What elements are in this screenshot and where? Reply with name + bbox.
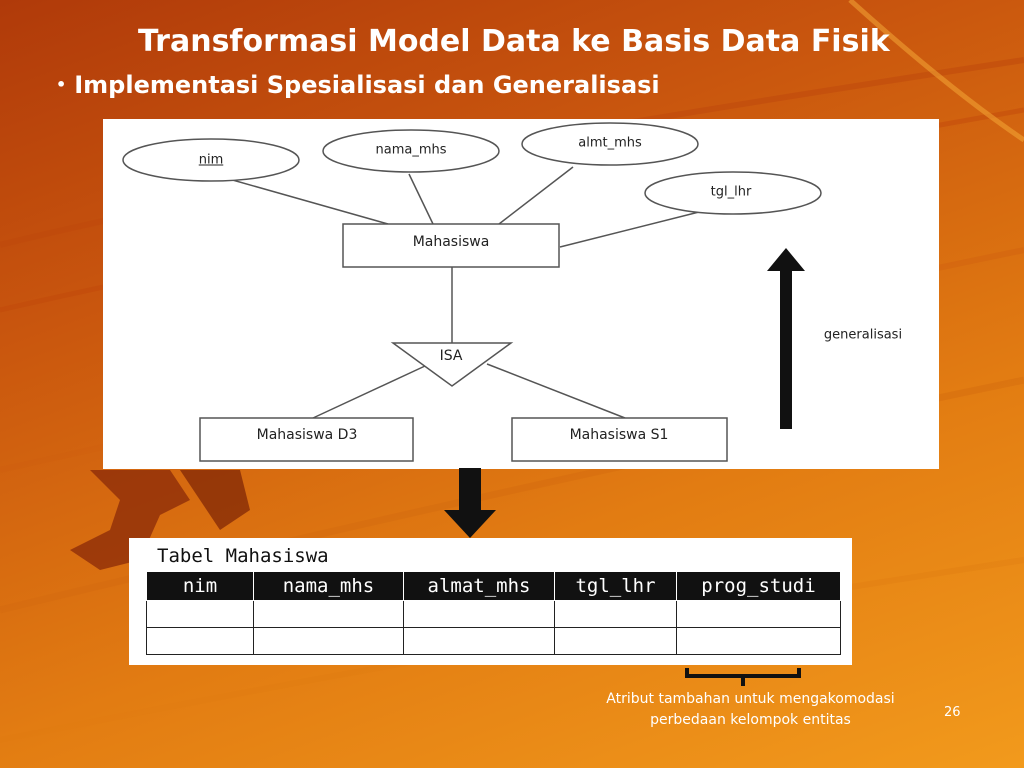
table-cell [146,627,254,655]
entity-mahasiswa-d3-box [199,417,414,462]
table-panel: Tabel Mahasiswa nim nama_mhs almat_mhs t… [129,538,852,665]
entity-mahasiswa-box [342,223,560,268]
attribute-tgl-lhr-label: tgl_lhr [710,184,752,200]
connector-almt-mhs [498,166,574,225]
table-cell [146,600,254,628]
connector-nama-mhs [408,173,434,225]
connector-tgl-lhr [559,210,704,248]
table-row [146,627,841,655]
entity-mahasiswa-s1-label: Mahasiswa S1 [569,427,669,443]
attribute-tgl-lhr-ellipse [644,171,822,215]
subtitle-text: Implementasi Spesialisasi dan Generalisa… [74,71,660,99]
table-cell [676,600,841,628]
table-cell [676,627,841,655]
entity-mahasiswa-d3-label: Mahasiswa D3 [256,427,358,443]
connector-d3 [312,365,426,419]
down-arrow-icon [444,468,496,538]
table-header-row: nim nama_mhs almat_mhs tgl_lhr prog_stud… [146,571,841,601]
column-header: almat_mhs [403,571,555,601]
page-number: 26 [944,705,961,720]
table-title: Tabel Mahasiswa [157,545,329,567]
attribute-nim-ellipse [122,138,300,182]
column-header: prog_studi [676,571,841,601]
er-diagram-shapes [122,122,822,462]
bullet-icon: • [56,75,67,94]
generalization-arrow-head [767,248,805,271]
column-header: nama_mhs [253,571,404,601]
er-diagram: nim nama_mhs almt_mhs tgl_lhr Mahasiswa … [103,119,939,469]
column-header: tgl_lhr [554,571,677,601]
annotation-text: Atribut tambahan untuk mengakomodasi per… [568,689,933,731]
table-cell [253,600,404,628]
table-cell [403,600,555,628]
column-header: nim [146,571,254,601]
attribute-nim-label: nim [198,152,224,168]
generalization-arrow-shaft [780,269,792,429]
generalization-label: generalisasi [823,327,903,343]
mahasiswa-table: nim nama_mhs almat_mhs tgl_lhr prog_stud… [146,571,841,655]
isa-triangle [390,342,514,387]
slide-title: Transformasi Model Data ke Basis Data Fi… [138,24,890,59]
annotation-line-2: perbedaan kelompok entitas [650,712,851,728]
attribute-almt-mhs-ellipse [521,122,699,166]
table-cell [403,627,555,655]
table-cell [554,627,677,655]
entity-mahasiswa-s1-box [511,417,728,462]
connector-s1 [486,363,626,419]
attribute-nama-mhs-label: nama_mhs [375,142,447,158]
attribute-almt-mhs-label: almt_mhs [578,135,642,151]
table-row [146,600,841,628]
slide-subtitle: • Implementasi Spesialisasi dan Generalis… [56,71,660,99]
entity-mahasiswa-label: Mahasiswa [412,234,490,250]
table-cell [554,600,677,628]
connector-nim [228,178,389,225]
annotation-line-1: Atribut tambahan untuk mengakomodasi [606,691,895,707]
attribute-nama-mhs-ellipse [322,129,500,173]
bracket-icon [685,668,801,686]
runner-silhouette-image [70,470,250,570]
isa-label: ISA [439,348,463,364]
table-cell [253,627,404,655]
